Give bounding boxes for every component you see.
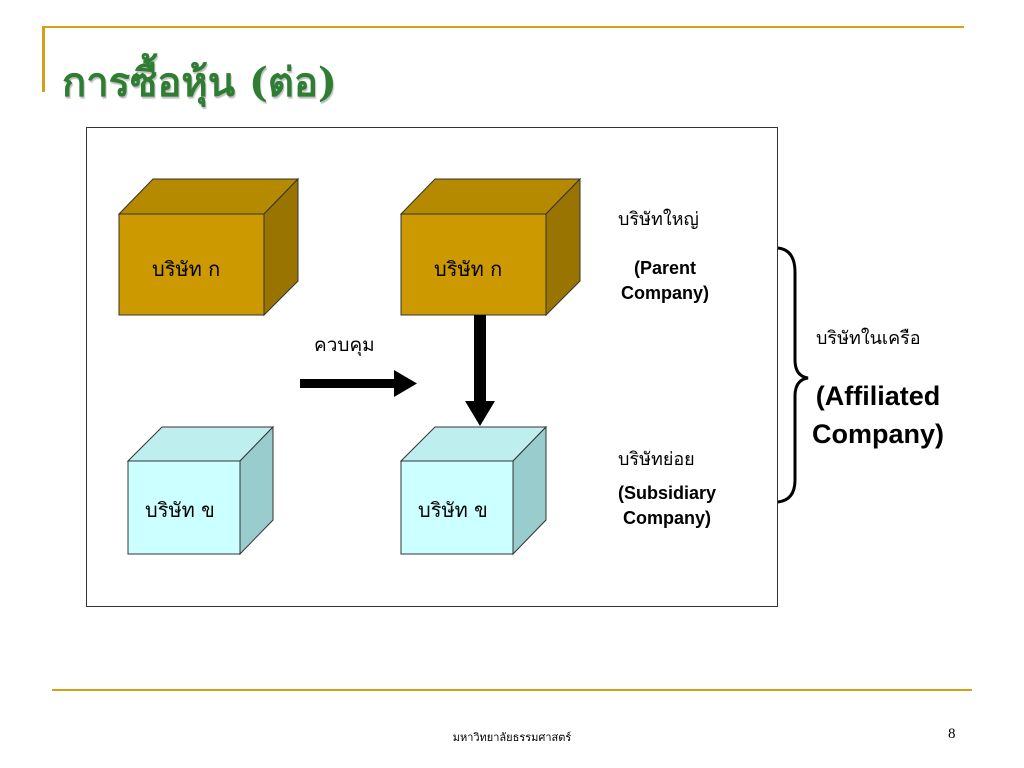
affiliated-label-en-line2: Company) [811,419,944,449]
right-brace-icon [777,246,809,504]
page-number: 8 [948,726,956,742]
subsidiary-label-en-line2: Company) [622,508,711,528]
footer-line [52,689,972,691]
subsidiary-label-th: บริษัทย่อย [618,449,695,470]
box-label-company-a-right: บริษัท ก [434,257,503,281]
parent-label-en-line1: (Parent [633,258,696,278]
affiliated-label-th: บริษัทในเครือ [816,328,921,349]
parent-label-en-line2: Company) [620,283,709,303]
cube-company-b-left [126,425,275,556]
affiliated-label-en-line1: (Affiliated [815,381,941,411]
slide-title: การซื้อหุ้น (ต่อ) [62,59,337,106]
cube-company-a-right [399,177,582,317]
box-label-company-a-left: บริษัท ก [152,257,221,281]
down-arrow-icon [465,315,495,426]
control-arrow-icon [300,370,417,397]
cube-company-a-left [117,177,300,317]
parent-label-th: บริษัทใหญ่ [618,209,699,230]
subsidiary-label-en-line1: (Subsidiary [617,483,717,503]
control-label: ควบคุม [314,334,375,356]
cube-company-b-right [399,425,548,556]
title-accent-bar [42,28,45,92]
title-accent-line [42,26,964,28]
box-label-company-b-left: บริษัท ข [145,498,215,522]
box-label-company-b-right: บริษัท ข [418,498,488,522]
footer-university: มหาวิทยาลัยธรรมศาสตร์ [452,731,572,744]
